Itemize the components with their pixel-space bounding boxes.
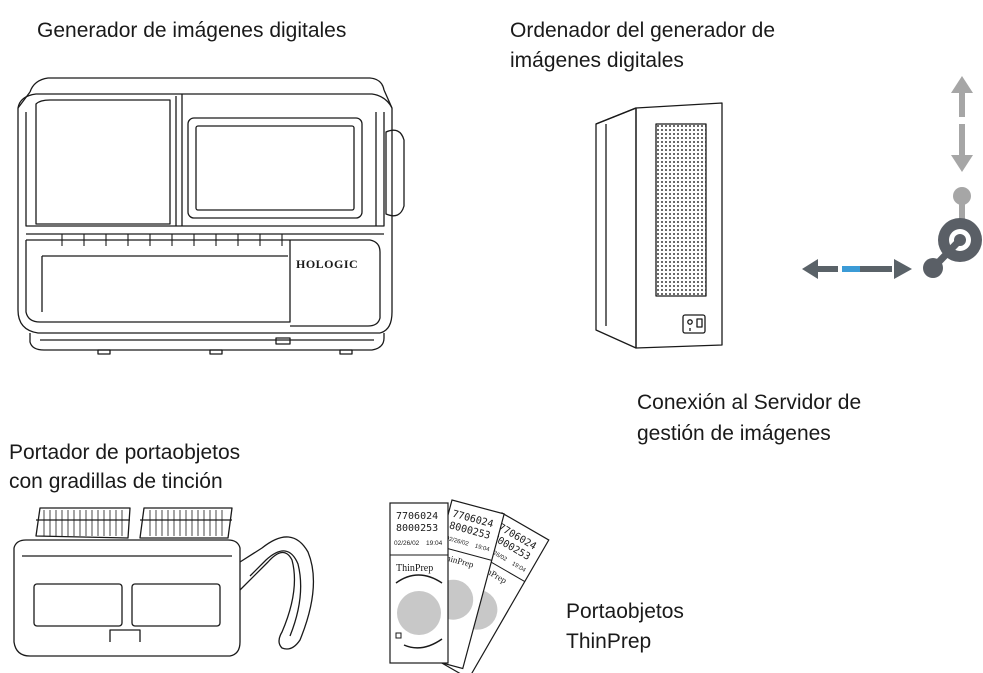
- network-connection-icon: [923, 187, 982, 278]
- carrier-label-line2: con gradillas de tinción: [9, 470, 223, 493]
- computer-label-line1: Ordenador del generador de: [510, 19, 776, 42]
- slides-label-line2: ThinPrep: [566, 630, 652, 653]
- computer-label-line2: imágenes digitales: [510, 49, 684, 72]
- svg-text:7706024: 7706024: [396, 511, 438, 522]
- slide-carrier-illustration: [13, 507, 315, 657]
- svg-text:19:04: 19:04: [426, 540, 443, 547]
- slides-label-line1: Portaobjetos: [566, 600, 684, 623]
- digital-imager-illustration: [17, 77, 405, 355]
- svg-text:02/26/02: 02/26/02: [394, 540, 420, 547]
- carrier-label-line1: Portador de portaobjetos: [9, 441, 241, 464]
- svg-text:8000253: 8000253: [396, 523, 438, 534]
- slide-1: 7706024 8000253 02/26/02 19:04 ThinPrep: [389, 502, 449, 664]
- bidirectional-arrow-horizontal: [802, 259, 912, 279]
- connection-label-line1: Conexión al Servidor de: [637, 391, 862, 414]
- bidirectional-arrow-vertical: [951, 76, 973, 172]
- computer-tower-illustration: [595, 102, 723, 349]
- imager-label: Generador de imágenes digitales: [37, 19, 347, 42]
- connection-label-line2: gestión de imágenes: [637, 422, 831, 445]
- svg-text:ThinPrep: ThinPrep: [396, 563, 433, 574]
- imager-brand-logo: HOLOGIC: [296, 257, 358, 271]
- svg-text:19:04: 19:04: [474, 544, 491, 554]
- thinprep-slides-illustration: 7706024 8000253 02/26/02 19:04 ThinPrep …: [389, 499, 550, 673]
